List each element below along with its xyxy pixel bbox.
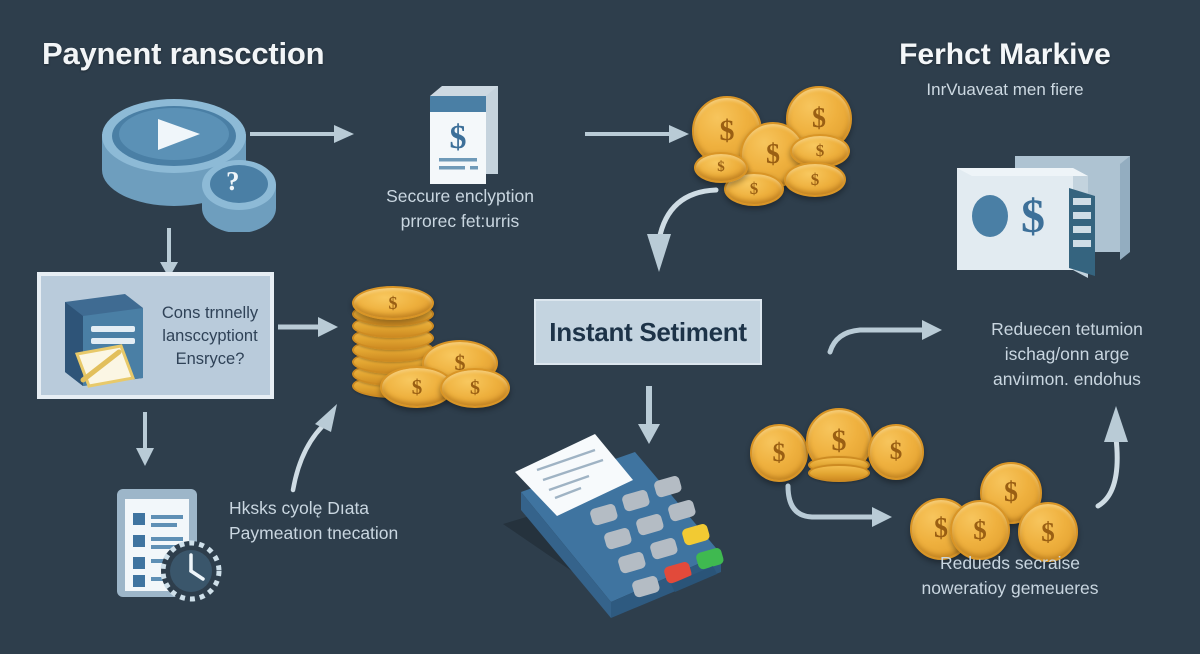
right-section-subtitle: InrVuaveat men fiere [926,80,1084,99]
checklist-clock-icon [103,483,228,613]
caption-line: Hksks cyolę Dıata [229,498,370,518]
instant-settlement-banner[interactable]: Instant Setiment [534,299,762,365]
caption-line: Redueds secraise [939,553,1081,573]
caption-line: Reduecen tetumion [991,319,1143,339]
arrow-down-icon [636,386,662,449]
caption-line: ischag/onn arge [1004,343,1130,364]
arrow-down-icon [132,412,158,471]
arrow-right-icon [585,122,690,151]
encryption-panel-caption: Cons trnnelly lansccyptiont Ensryce? [149,302,271,370]
caption-line: prrorec fet:urris [400,210,520,231]
increased-revenue-caption: Redueds secraise noweratioy gemeueres [860,551,1160,601]
caption-line: anviımon. endohus [993,368,1141,389]
svg-text:$: $ [1021,190,1045,243]
panel-line: Ensryce? [175,349,245,368]
terminal-key-green [696,548,724,570]
curved-arrow-icon [782,483,894,537]
caption-line: noweratioy gemeueres [921,577,1099,598]
coin-stack-disc [808,464,870,482]
curved-arrow-icon [1058,396,1130,515]
gold-coin-stack-icon: $ $ $ [744,406,924,486]
banknote-wallet-icon: $ [945,150,1190,290]
gold-coin-icon: $ [440,368,510,408]
svg-text:$: $ [450,119,467,156]
gold-coin-icon: $ [784,162,846,197]
gold-coin-stack-icon: $ $ $ $ [908,462,1098,562]
pos-terminal-icon [485,432,735,632]
ledger-book-icon [47,288,157,399]
gold-coin-icon: $ [750,424,808,482]
curved-arrow-icon [285,382,415,497]
gold-coin-icon: $ [352,286,434,320]
play-button-icon: ? [96,92,286,233]
panel-line: lansccyptiont [162,326,258,345]
invoice-document-icon: $ [420,78,510,193]
right-section-title: Ferhct Markive [899,38,1111,71]
instant-settlement-label: Instant Setiment [549,316,747,347]
question-mark-icon: ? [226,166,240,196]
terminal-key-red [664,562,692,584]
gold-coin-icon: $ [950,500,1010,560]
curved-arrow-icon [826,318,944,367]
gold-coin-stack-icon: $ $ $ $ $ $ $ [676,82,876,222]
secure-encryption-caption: Seccure enclyption prrorec fet:urris [345,184,575,234]
gold-coin-icon: $ [868,424,924,480]
payment-cycle-caption: Hksks cyolę Dıata Paymeatıon tnecation [229,496,469,546]
panel-line: Cons trnnelly [161,304,259,322]
curved-arrow-icon [612,168,722,295]
caption-line: Seccure enclyption [386,186,534,206]
encryption-panel: Cons trnnelly lansccyptiont Ensryce? [37,272,274,399]
reduced-costs-caption: Reduecen tetumion ischag/onn arge anviım… [942,317,1192,392]
gold-coin-icon: $ [1018,502,1078,562]
arrow-right-icon [278,315,338,344]
terminal-key-yellow [682,524,710,546]
arrow-right-icon [250,122,355,151]
gold-coin-icon: $ [694,152,748,183]
page-title: Paynent ranscction [42,36,325,71]
caption-line: Paymeatıon tnecation [229,522,399,543]
arrow-down-icon [156,228,182,283]
gold-coin-stack-icon: $ $ $ $ [336,282,516,408]
